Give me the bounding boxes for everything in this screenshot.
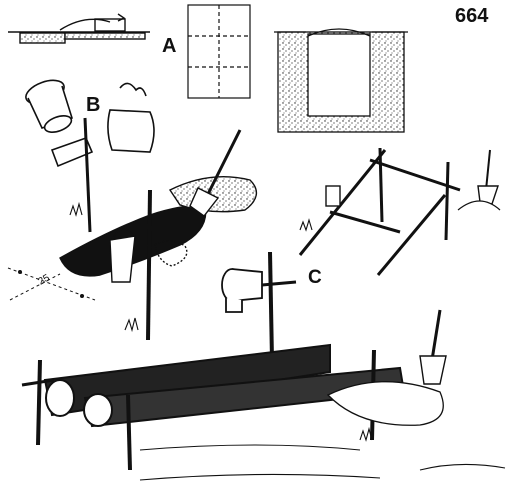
sitting-frame — [298, 147, 501, 276]
ground-grass — [69, 201, 506, 481]
label-c: C — [308, 267, 322, 288]
diagram-b-hanging-items — [25, 79, 155, 233]
diagram-a-pit-section — [274, 28, 408, 133]
log-bench — [21, 309, 447, 471]
label-b: B — [86, 94, 101, 116]
measurement-lines — [7, 267, 96, 301]
figure-number: 664 — [455, 5, 489, 27]
diagram-a-trench-section — [8, 13, 150, 44]
diagram-a-folded-paper — [187, 4, 251, 99]
label-a: A — [162, 35, 177, 57]
trench-latrine — [59, 129, 258, 341]
diagram-c-roll-holder — [221, 251, 297, 361]
